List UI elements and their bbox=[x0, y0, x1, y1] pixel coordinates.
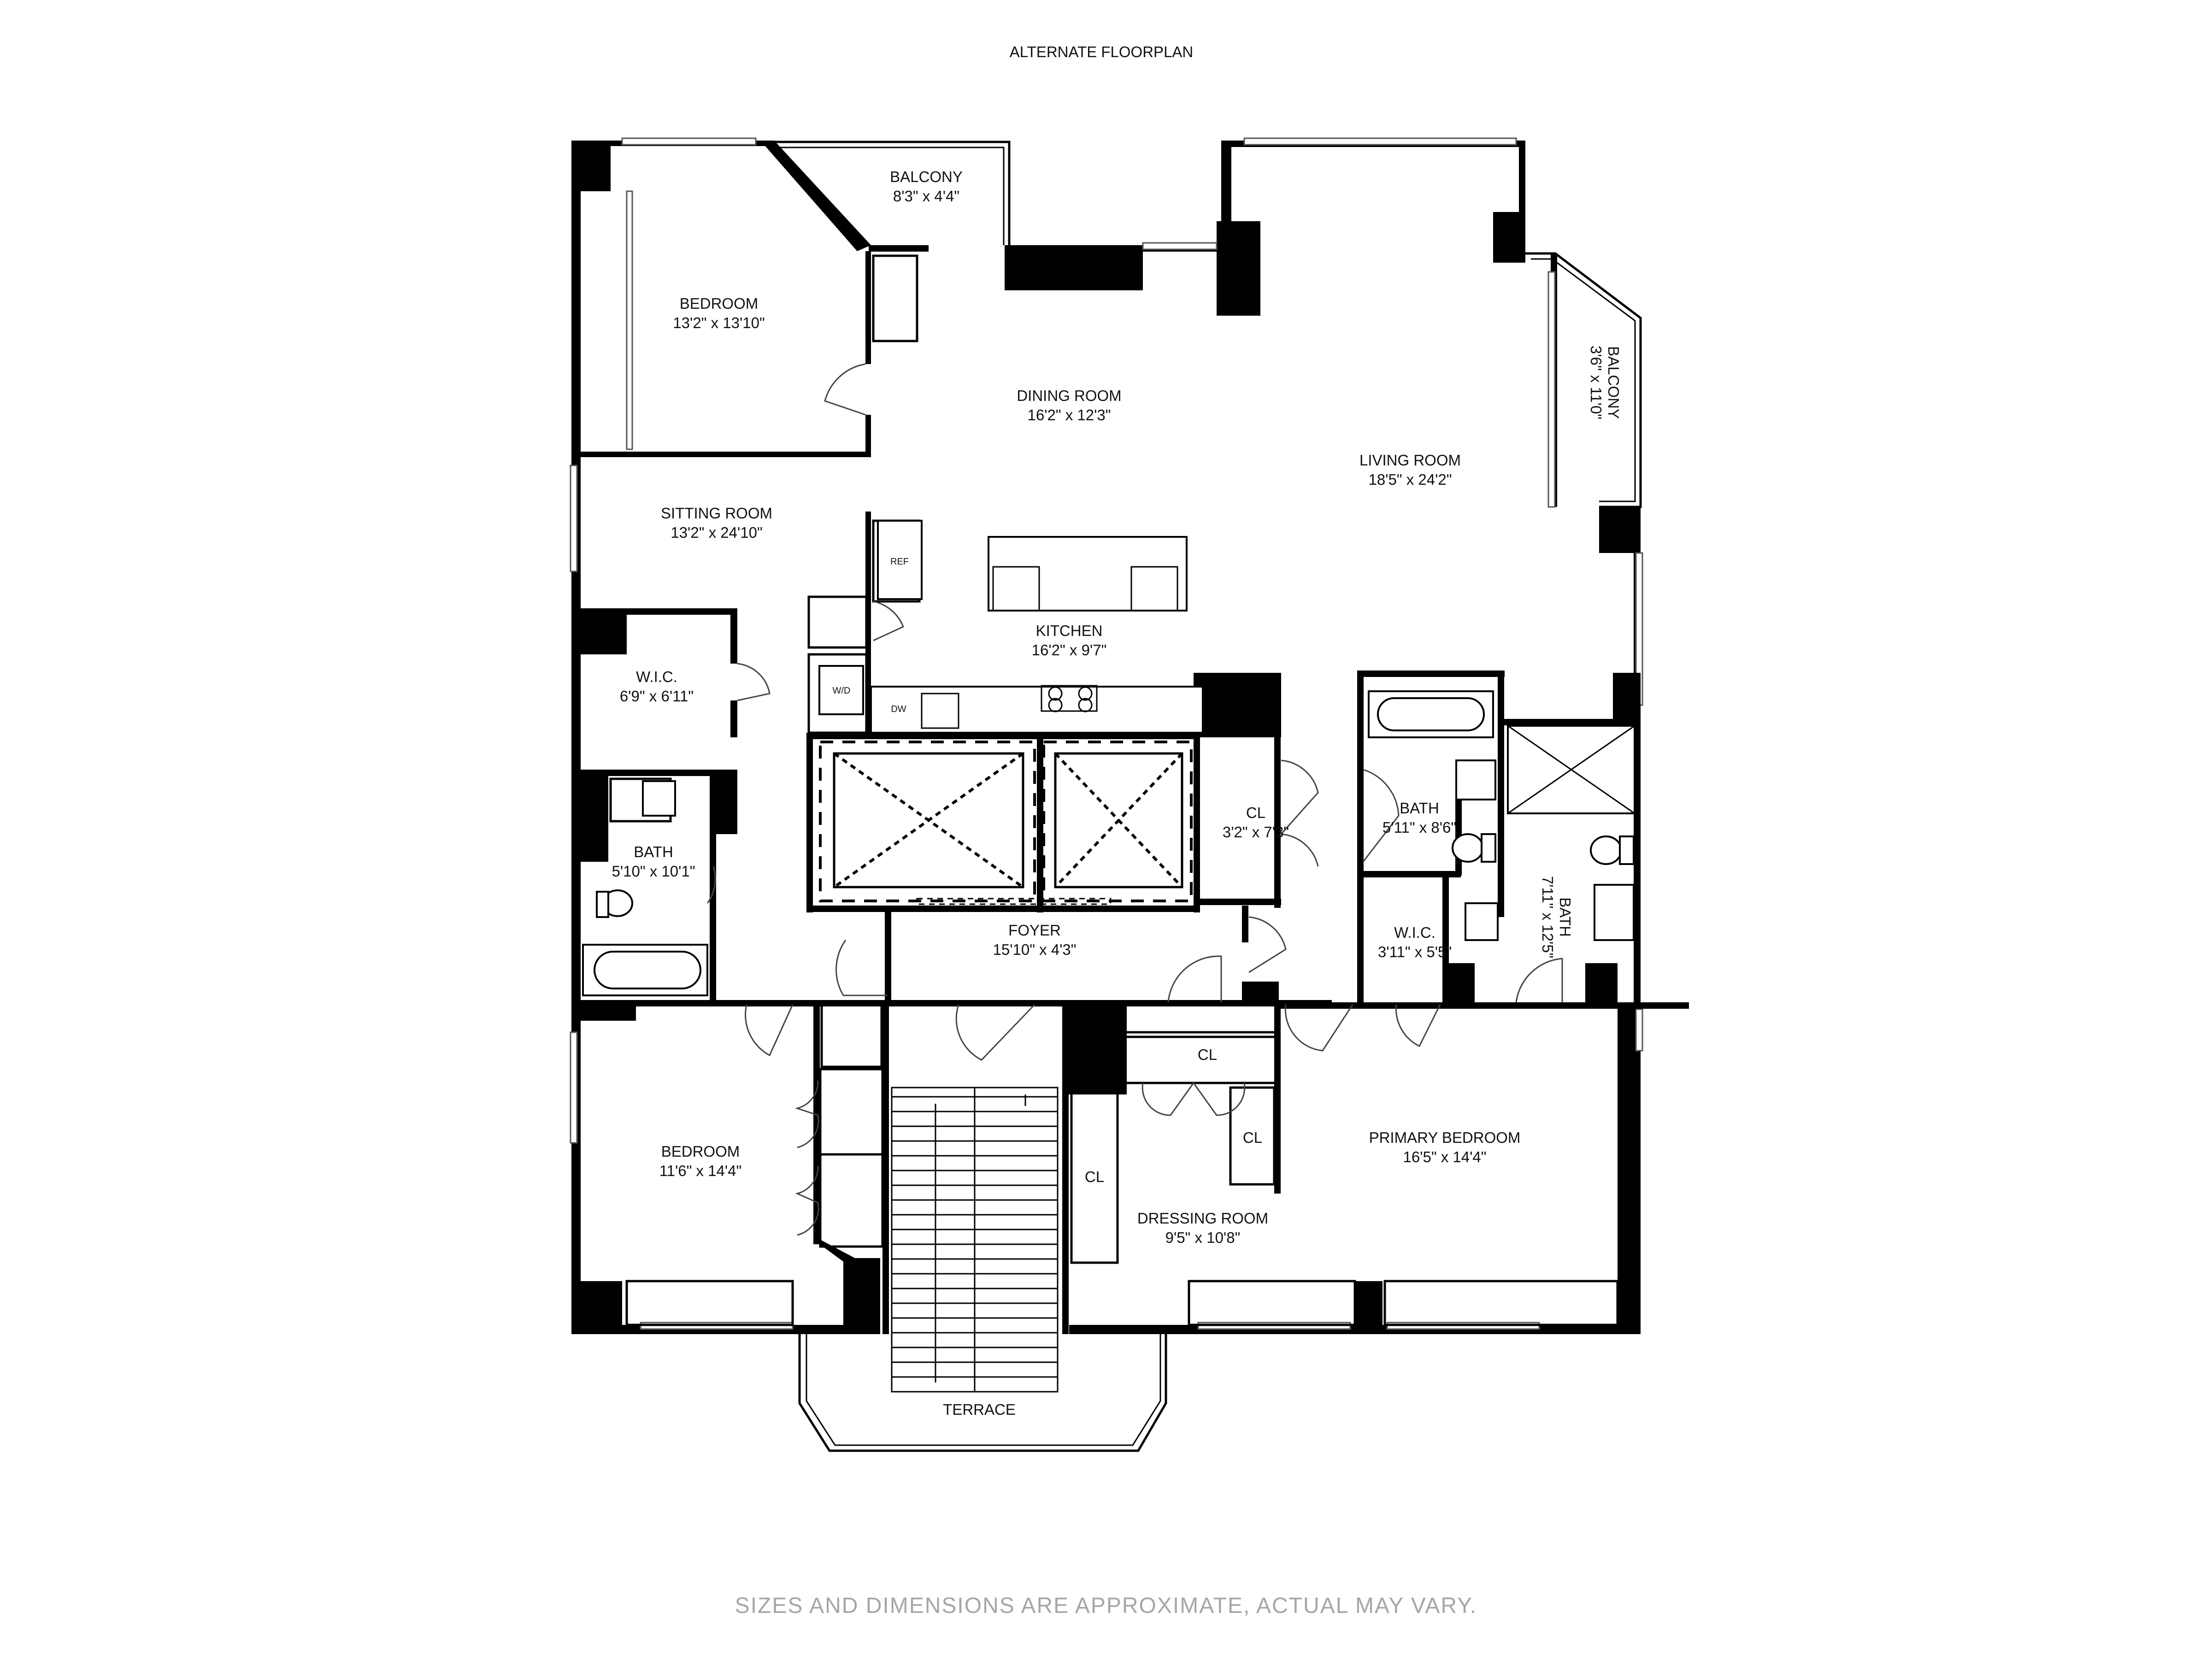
balcony-north-outline bbox=[767, 141, 1011, 245]
room-labels: BEDROOM 13'2" x 13'10" BALCONY 8'3" x 4'… bbox=[612, 168, 1622, 1418]
bath-e-name: BATH bbox=[1557, 897, 1574, 937]
closet-label-b: CL bbox=[1085, 1168, 1104, 1185]
terrace-outline bbox=[798, 1332, 1167, 1452]
bedroom-sw-name: BEDROOM bbox=[661, 1143, 740, 1160]
elevator-left bbox=[819, 741, 1036, 902]
disclaimer-text: SIZES AND DIMENSIONS ARE APPROXIMATE, AC… bbox=[735, 1594, 1477, 1618]
bath-mid-fixtures bbox=[1368, 690, 1496, 863]
sitting-dims: 13'2" x 24'10" bbox=[671, 524, 762, 541]
kitchen-name: KITCHEN bbox=[1036, 622, 1103, 639]
bedroom-nw-dims: 13'2" x 13'10" bbox=[673, 314, 765, 331]
primary-dims: 16'5" x 14'4" bbox=[1403, 1148, 1487, 1165]
bath-west-fixtures bbox=[582, 780, 708, 996]
wic-e-dims: 3'11" x 5'5" bbox=[1378, 943, 1452, 960]
elevator-right bbox=[1042, 741, 1193, 902]
dressing-dims: 9'5" x 10'8" bbox=[1165, 1229, 1241, 1246]
bath-east-fixtures bbox=[1465, 725, 1635, 941]
bath-mid-dims: 5'11" x 8'6" bbox=[1382, 819, 1456, 836]
elevator-doors bbox=[916, 898, 1112, 905]
bedroom-sw-dims: 11'6" x 14'4" bbox=[659, 1162, 742, 1179]
closet-label-c: CL bbox=[1243, 1129, 1262, 1146]
balcony-east-outline bbox=[1525, 252, 1642, 508]
foyer-name: FOYER bbox=[1008, 922, 1061, 939]
plan-title: ALTERNATE FLOORPLAN bbox=[1010, 43, 1194, 60]
living-name: LIVING ROOM bbox=[1359, 452, 1461, 469]
exterior-walls bbox=[571, 141, 1641, 1334]
wic-e-name: W.I.C. bbox=[1394, 924, 1435, 941]
kitchen-counter bbox=[870, 685, 1204, 734]
balcony-n-name: BALCONY bbox=[890, 168, 963, 185]
stairs bbox=[891, 1087, 1059, 1393]
cl-center-dims: 3'2" x 7'3" bbox=[1223, 824, 1289, 841]
living-dims: 18'5" x 24'2" bbox=[1369, 471, 1452, 488]
stair-treads bbox=[892, 1096, 1058, 1378]
dining-dims: 16'2" x 12'3" bbox=[1028, 406, 1111, 424]
balcony-n-dims: 8'3" x 4'4" bbox=[893, 188, 959, 205]
doors bbox=[706, 363, 1563, 1236]
terrace-name: TERRACE bbox=[943, 1401, 1016, 1418]
wic-w-dims: 6'9" x 6'11" bbox=[620, 688, 694, 705]
primary-name: PRIMARY BEDROOM bbox=[1369, 1129, 1521, 1146]
bath-w-dims: 5'10" x 10'1" bbox=[612, 863, 695, 880]
bath-w-name: BATH bbox=[634, 843, 673, 860]
kitchen-dims: 16'2" x 9'7" bbox=[1032, 641, 1107, 659]
wic-w-name: W.I.C. bbox=[636, 668, 677, 685]
refrigerator: REF bbox=[877, 520, 923, 600]
bedroom-nw-name: BEDROOM bbox=[680, 295, 759, 312]
bath-mid-name: BATH bbox=[1400, 800, 1439, 817]
kitchen-island bbox=[988, 536, 1188, 612]
dressing-name: DRESSING ROOM bbox=[1137, 1210, 1268, 1227]
balcony-e-dims: 3'6" x 11'0" bbox=[1588, 346, 1605, 419]
dining-name: DINING ROOM bbox=[1017, 387, 1121, 404]
balcony-e-name: BALCONY bbox=[1605, 346, 1622, 419]
bath-e-dims: 7'11" x 12'5" bbox=[1539, 876, 1556, 959]
closet-label-a: CL bbox=[1198, 1046, 1217, 1063]
wd-label: W/D bbox=[833, 686, 851, 696]
dw-label: DW bbox=[891, 704, 906, 714]
foyer-dims: 15'10" x 4'3" bbox=[993, 941, 1077, 958]
cl-center-name: CL bbox=[1246, 804, 1265, 821]
washer-dryer: W/D bbox=[818, 665, 864, 715]
ref-label: REF bbox=[890, 557, 909, 567]
sitting-name: SITTING ROOM bbox=[661, 505, 772, 522]
